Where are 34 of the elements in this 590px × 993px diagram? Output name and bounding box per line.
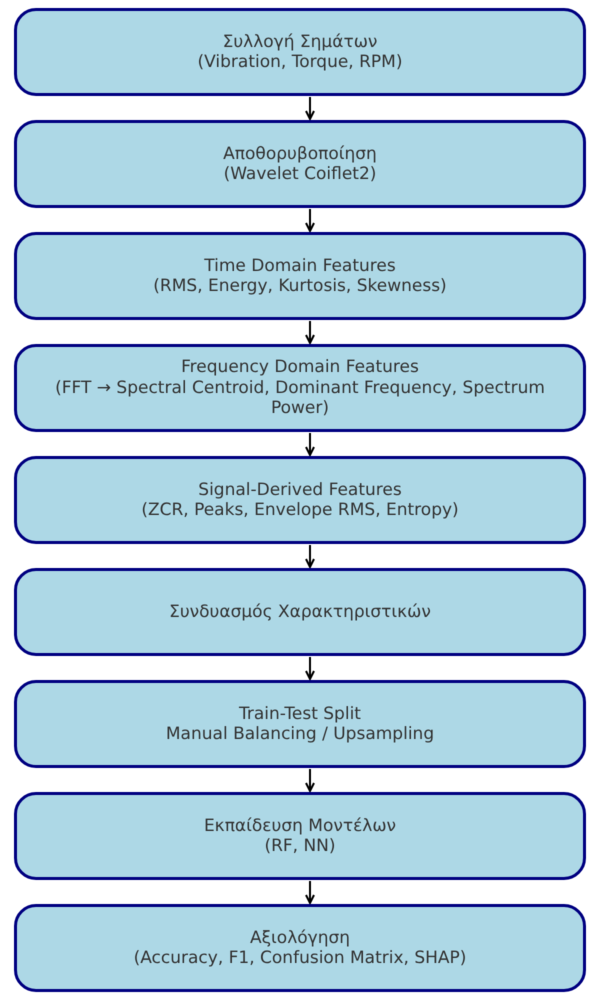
box-text: Manual Balancing / Upsampling (166, 724, 434, 744)
box-text: (FFT → Spectral Centroid, Dominant Frequency, Spectrum Power) (54, 378, 546, 419)
process-box (14, 568, 586, 656)
arrow (305, 433, 315, 456)
box-text: Αξιολόγηση (250, 928, 350, 948)
box-text: (ZCR, Peaks, Envelope RMS, Entropy) (141, 500, 459, 520)
arrow (305, 769, 315, 792)
box-text: (Wavelet Coiflet2) (224, 164, 376, 184)
arrow (305, 657, 315, 680)
arrow (305, 321, 315, 344)
process-box (14, 792, 586, 880)
box-text: Αποθορυβοποίηση (223, 144, 377, 164)
arrow (305, 881, 315, 904)
process-box (14, 120, 586, 208)
box-text: (Vibration, Torque, RPM) (198, 52, 402, 72)
box-text: (Accuracy, F1, Confusion Matrix, SHAP) (134, 948, 466, 968)
box-text: Train-Test Split (239, 704, 361, 724)
process-box (14, 344, 586, 432)
box-text: Signal-Derived Features (198, 480, 402, 500)
process-box (14, 680, 586, 768)
box-text: Εκπαίδευση Μοντέλων (204, 816, 396, 836)
process-box (14, 232, 586, 320)
arrow (305, 209, 315, 232)
process-box (14, 904, 586, 992)
arrow (305, 545, 315, 568)
process-box (14, 456, 586, 544)
box-text: Frequency Domain Features (181, 357, 419, 378)
box-text: Συλλογή Σημάτων (222, 32, 378, 52)
box-text: Συνδυασμός Χαρακτηριστικών (169, 602, 431, 622)
box-text: Time Domain Features (204, 256, 396, 276)
box-text: (RF, NN) (264, 836, 336, 856)
box-text: (RMS, Energy, Kurtosis, Skewness) (153, 276, 447, 296)
process-box (14, 8, 586, 96)
arrow (305, 97, 315, 120)
